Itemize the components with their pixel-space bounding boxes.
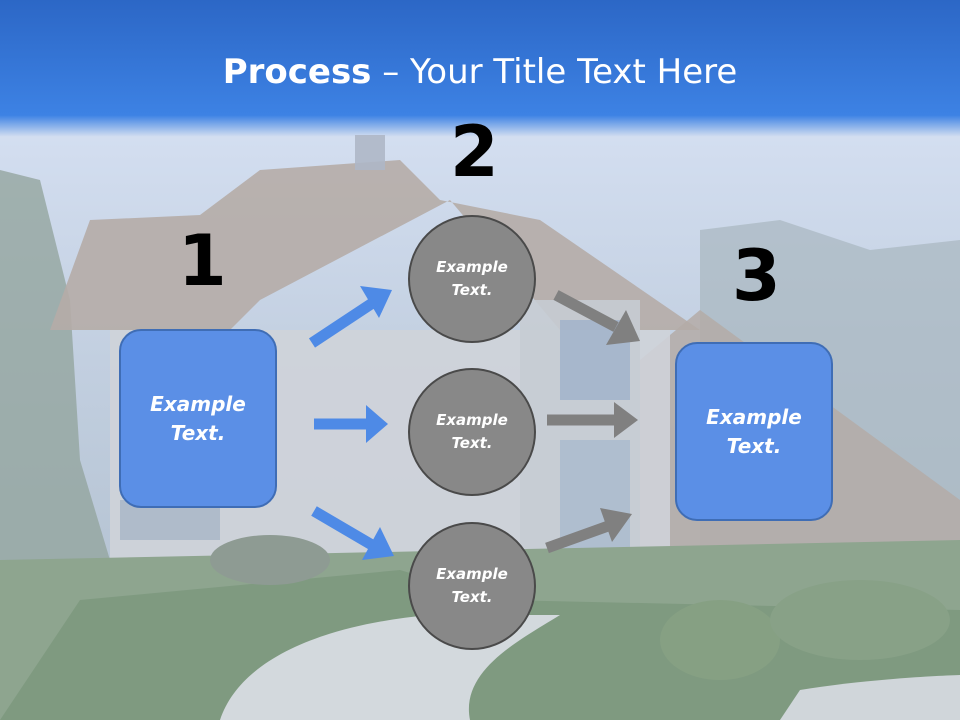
step-3-box: Example Text. — [675, 342, 833, 521]
step-1-number: 1 — [178, 220, 227, 302]
title-rest: – Your Title Text Here — [371, 52, 738, 92]
step-2-circle-1: Example Text. — [408, 215, 536, 343]
step-2-circle-2: Example Text. — [408, 368, 536, 496]
circle-1-text: Example Text. — [436, 258, 508, 299]
title-bold: Process — [222, 52, 372, 92]
arrow-from-circle-2 — [547, 402, 638, 438]
arrow-from-circle-1 — [553, 290, 640, 345]
arrow-from-circle-3 — [545, 508, 632, 554]
step-3-text: Example Text. — [706, 404, 802, 458]
step-1-box: Example Text. — [119, 329, 277, 508]
circle-2-text: Example Text. — [436, 411, 508, 452]
step-2-circle-3: Example Text. — [408, 522, 536, 650]
arrow-to-circle-1 — [308, 286, 392, 348]
circle-3-text: Example Text. — [436, 565, 508, 606]
arrow-to-circle-3 — [311, 506, 394, 560]
arrow-to-circle-2 — [314, 405, 388, 443]
step-3-number: 3 — [732, 235, 781, 317]
step-1-text: Example Text. — [150, 391, 246, 445]
step-2-number: 2 — [450, 111, 499, 193]
slide-title: Process – Your Title Text Here — [0, 52, 960, 92]
